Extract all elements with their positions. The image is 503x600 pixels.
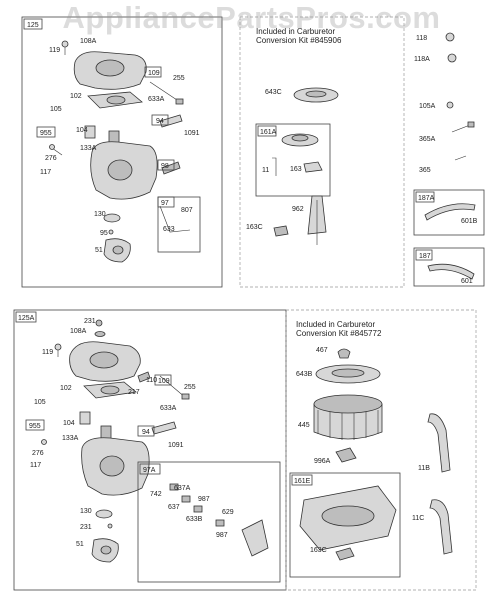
callout-633B: 633B <box>186 516 203 523</box>
callout-125A: 125A <box>18 315 35 322</box>
callout-109-b: 109 <box>158 378 170 385</box>
callout-11B: 11B <box>418 465 430 472</box>
callout-643B: 643B <box>296 371 313 378</box>
callout-130-b: 130 <box>80 508 92 515</box>
callout-217: 217 <box>128 389 140 396</box>
callout-255: 255 <box>173 75 185 82</box>
callout-231-b: 231 <box>80 524 92 531</box>
callout-601: 601 <box>461 278 473 285</box>
callout-130: 130 <box>94 211 106 218</box>
callout-629: 629 <box>222 509 234 516</box>
callout-276: 276 <box>45 155 57 162</box>
callout-637A: 637A <box>174 485 191 492</box>
callout-133A: 133A <box>80 145 97 152</box>
callout-601B: 601B <box>461 218 478 225</box>
carburetor-illustration-top <box>49 40 191 263</box>
callout-133A-b: 133A <box>62 435 79 442</box>
kit1-illustration <box>255 87 339 245</box>
callout-102: 102 <box>70 93 82 100</box>
callout-109: 109 <box>148 70 160 77</box>
callout-119-b: 119 <box>42 349 53 356</box>
callout-118A: 118A <box>414 56 430 63</box>
callout-987-b: 987 <box>216 532 228 539</box>
callout-365: 365 <box>419 167 431 174</box>
callout-955: 955 <box>40 130 52 137</box>
callout-276-b: 276 <box>32 450 44 457</box>
kit2-line1: Included in Carburetor <box>296 320 375 329</box>
callout-11C: 11C <box>412 515 424 522</box>
callout-117: 117 <box>40 169 51 176</box>
callout-108A: 108A <box>80 38 97 45</box>
callout-97: 97 <box>161 200 169 207</box>
callout-161A: 161A <box>260 129 277 136</box>
callout-105-b: 105 <box>34 399 46 406</box>
callout-108A-b: 108A <box>70 328 87 335</box>
callout-104-b: 104 <box>63 420 75 427</box>
callout-187A: 187A <box>418 195 435 202</box>
callout-102-b: 102 <box>60 385 72 392</box>
callout-118: 118 <box>416 35 427 42</box>
kit2-illustration <box>289 348 453 578</box>
group-box-125A <box>13 309 287 591</box>
kit-box-845772 <box>285 309 477 591</box>
callout-643C: 643C <box>265 89 282 96</box>
callout-163C: 163C <box>246 224 263 231</box>
callout-955-b: 955 <box>29 423 41 430</box>
callout-807: 807 <box>181 207 193 214</box>
callout-231: 231 <box>84 318 96 325</box>
callout-187: 187 <box>419 253 431 260</box>
carburetor-illustration-bottom <box>41 319 269 563</box>
callout-633A-b: 633A <box>160 405 177 412</box>
group-box-125 <box>21 16 223 288</box>
kit1-line2: Conversion Kit #845906 <box>256 36 342 45</box>
callout-125: 125 <box>27 22 39 29</box>
callout-110: 110 <box>146 377 157 384</box>
callout-365A: 365A <box>419 136 436 143</box>
callout-1091-b: 1091 <box>168 442 184 449</box>
callout-962: 962 <box>292 206 304 213</box>
callout-161E: 161E <box>294 478 311 485</box>
callout-95: 95 <box>100 230 108 237</box>
callout-97A: 97A <box>143 467 156 474</box>
callout-117-b: 117 <box>30 462 41 469</box>
callout-633: 633 <box>163 226 175 233</box>
watermark: AppliancePartsPros.com <box>62 0 441 35</box>
callout-104: 104 <box>76 127 88 134</box>
kit2-line2: Conversion Kit #845772 <box>296 329 382 338</box>
callout-633A: 633A <box>148 96 165 103</box>
callout-996A: 996A <box>314 458 331 465</box>
callout-255-b: 255 <box>184 384 196 391</box>
callout-742: 742 <box>150 491 162 498</box>
callout-94-b: 94 <box>142 429 150 436</box>
callout-163: 163 <box>290 166 302 173</box>
right-column-parts-top <box>413 32 485 287</box>
callout-105: 105 <box>50 106 62 113</box>
callout-467: 467 <box>316 347 328 354</box>
callout-637: 637 <box>168 504 180 511</box>
callout-51: 51 <box>95 247 103 254</box>
callout-445: 445 <box>298 422 310 429</box>
callout-94: 94 <box>156 118 164 125</box>
kit1-line1: Included in Carburetor <box>256 27 335 36</box>
callout-1091: 1091 <box>184 130 200 137</box>
kit-box-845906 <box>239 16 405 288</box>
callout-51-b: 51 <box>76 541 84 548</box>
callout-119: 119 <box>49 47 60 54</box>
callout-11: 11 <box>262 167 269 174</box>
callout-98: 98 <box>161 163 169 170</box>
callout-987: 987 <box>198 496 210 503</box>
callout-105A: 105A <box>419 103 436 110</box>
callout-163C-b: 163C <box>310 547 327 554</box>
